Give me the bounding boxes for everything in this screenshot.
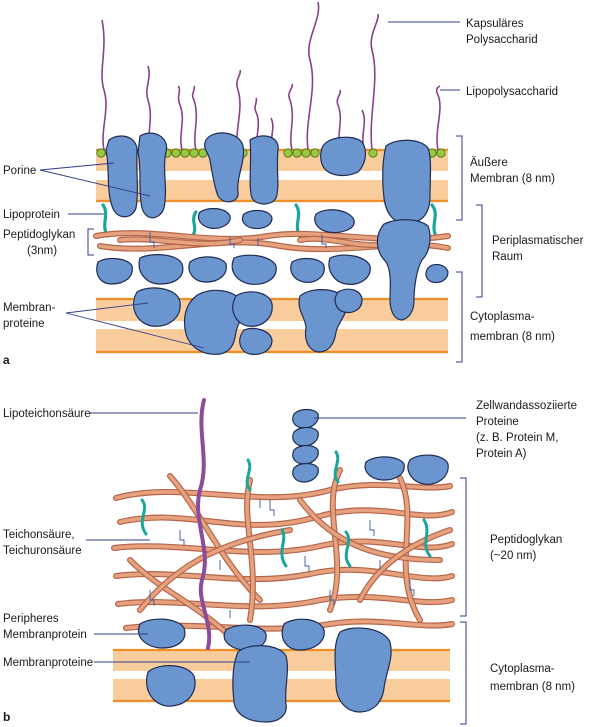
panel-letter-b: b bbox=[3, 710, 10, 724]
label-capsular-2: Polysaccharid bbox=[466, 34, 538, 46]
label-cyto-a-2: membran (8 nm) bbox=[470, 331, 555, 343]
label-memprot-1: Membran- bbox=[3, 302, 56, 314]
label-peptido-1: Peptidoglykan bbox=[3, 229, 75, 241]
panel-b-labels: Lipoteichonsäure Zellwandassoziierte Pro… bbox=[3, 400, 577, 725]
label-pg-1: Peptidoglykan bbox=[490, 534, 562, 546]
lps-chains bbox=[101, 1, 441, 151]
lipoteichoic-acid bbox=[196, 398, 212, 650]
label-lipoprotein: Lipoprotein bbox=[3, 209, 60, 221]
label-peri-2: Raum bbox=[492, 251, 523, 263]
label-pg-2: (~20 nm) bbox=[490, 550, 537, 562]
label-porine: Porine bbox=[3, 165, 36, 177]
label-zw-4: Protein A) bbox=[476, 448, 527, 460]
label-lps: Lipopolysaccharid bbox=[466, 86, 558, 98]
label-zw-1: Zellwandassoziierte bbox=[476, 400, 577, 412]
outer-membrane-proteins bbox=[105, 132, 432, 234]
label-zw-3: (z. B. Protein M, bbox=[476, 432, 558, 444]
label-cyto-b-2: membran (8 nm) bbox=[490, 681, 575, 693]
label-capsular-1: Kapsuläres bbox=[466, 18, 524, 30]
periplasmic-transporter bbox=[376, 219, 431, 321]
panel-b-gram-positive: Lipoteichonsäure Zellwandassoziierte Pro… bbox=[3, 398, 577, 725]
label-outer-1: Äußere bbox=[470, 157, 508, 169]
label-cyto-b-1: Cytoplasma- bbox=[490, 663, 555, 675]
panel-a-gram-negative: Kapsuläres Polysaccharid Lipopolysacchar… bbox=[3, 1, 584, 367]
panel-a-labels: Kapsuläres Polysaccharid Lipopolysacchar… bbox=[3, 18, 584, 367]
label-periph-2: Membranprotein bbox=[3, 629, 87, 641]
label-lipoteich: Lipoteichonsäure bbox=[3, 408, 91, 420]
label-periph-1: Peripheres bbox=[3, 613, 59, 625]
inner-membrane-proteins-a bbox=[96, 254, 449, 355]
wall-associated-proteins bbox=[292, 408, 449, 485]
peptidoglycan-thick bbox=[111, 467, 455, 639]
teichoic-acids bbox=[140, 450, 432, 568]
label-teich-2: Teichuronsäure bbox=[3, 545, 82, 557]
label-cyto-a-1: Cytoplasma- bbox=[470, 311, 535, 323]
label-peri-1: Periplasmatischer bbox=[492, 235, 584, 247]
panel-letter-a: a bbox=[3, 353, 10, 367]
membrane-proteins-b bbox=[138, 618, 392, 723]
label-outer-2: Membran (8 nm) bbox=[470, 173, 555, 185]
label-memprot-b: Membranproteine bbox=[3, 657, 93, 669]
label-memprot-2: proteine bbox=[3, 318, 45, 330]
label-peptido-2: (3nm) bbox=[27, 245, 57, 257]
label-teich-1: Teichonsäure, bbox=[3, 529, 75, 541]
label-zw-2: Proteine bbox=[476, 416, 519, 428]
